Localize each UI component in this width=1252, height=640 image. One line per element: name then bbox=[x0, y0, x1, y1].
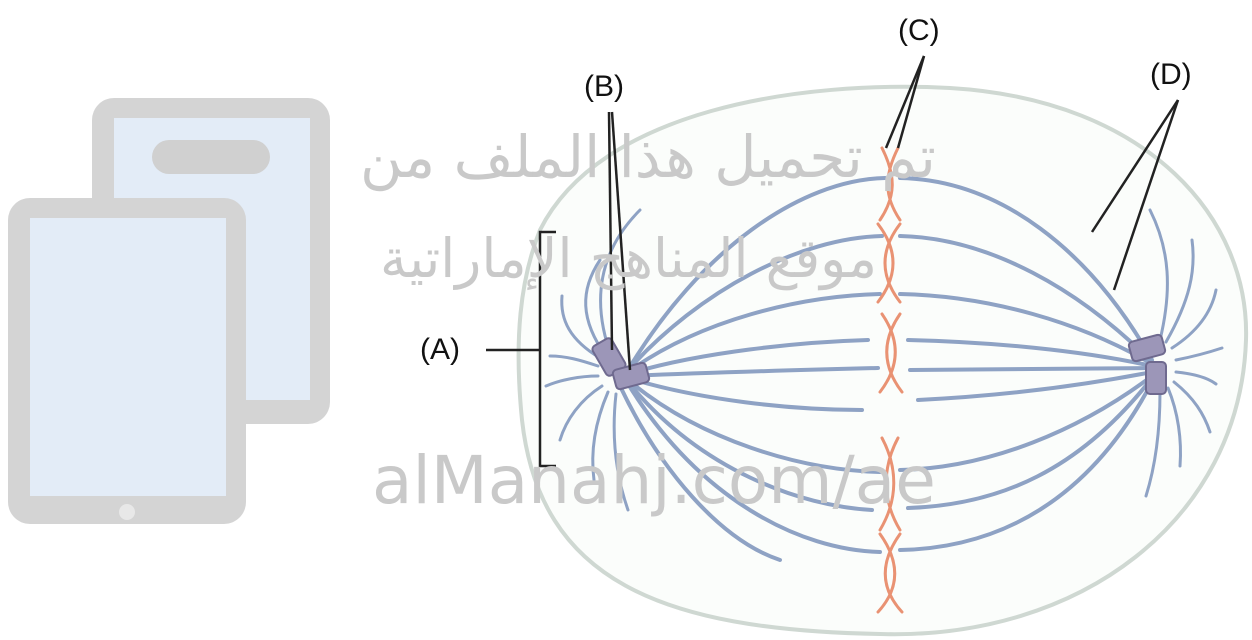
leader-c-2 bbox=[896, 55, 926, 149]
chromosome bbox=[878, 436, 902, 532]
chromosomes bbox=[876, 146, 904, 614]
tablet-devices-icon bbox=[8, 98, 330, 524]
spindle-fibers bbox=[618, 176, 1154, 562]
centrosome-left bbox=[591, 337, 651, 391]
aster-right bbox=[1144, 208, 1224, 498]
label-a: (A) bbox=[420, 333, 460, 366]
leader-d-1 bbox=[1090, 99, 1180, 233]
watermark-site: alManahj.com/ae bbox=[372, 442, 936, 519]
chromosome bbox=[876, 222, 902, 304]
centrosome-right bbox=[1127, 333, 1167, 395]
leader-d-2 bbox=[1112, 99, 1180, 291]
watermark-arabic-line2: موقع المناهج الإماراتية bbox=[380, 227, 877, 290]
cell-membrane bbox=[516, 84, 1249, 637]
leader-b-2 bbox=[610, 111, 632, 371]
label-leaders bbox=[486, 55, 1180, 468]
aster-left bbox=[544, 208, 642, 512]
chromosome bbox=[878, 312, 904, 394]
label-d: (D) bbox=[1150, 58, 1192, 91]
label-c: (C) bbox=[898, 14, 940, 47]
label-b: (B) bbox=[584, 70, 624, 103]
chromosome bbox=[876, 532, 904, 614]
leader-c-1 bbox=[884, 55, 926, 149]
chromosome bbox=[878, 146, 902, 222]
leader-b-1 bbox=[607, 111, 614, 351]
watermark-arabic-line1: تم تحميل هذا الملف من bbox=[360, 123, 936, 191]
